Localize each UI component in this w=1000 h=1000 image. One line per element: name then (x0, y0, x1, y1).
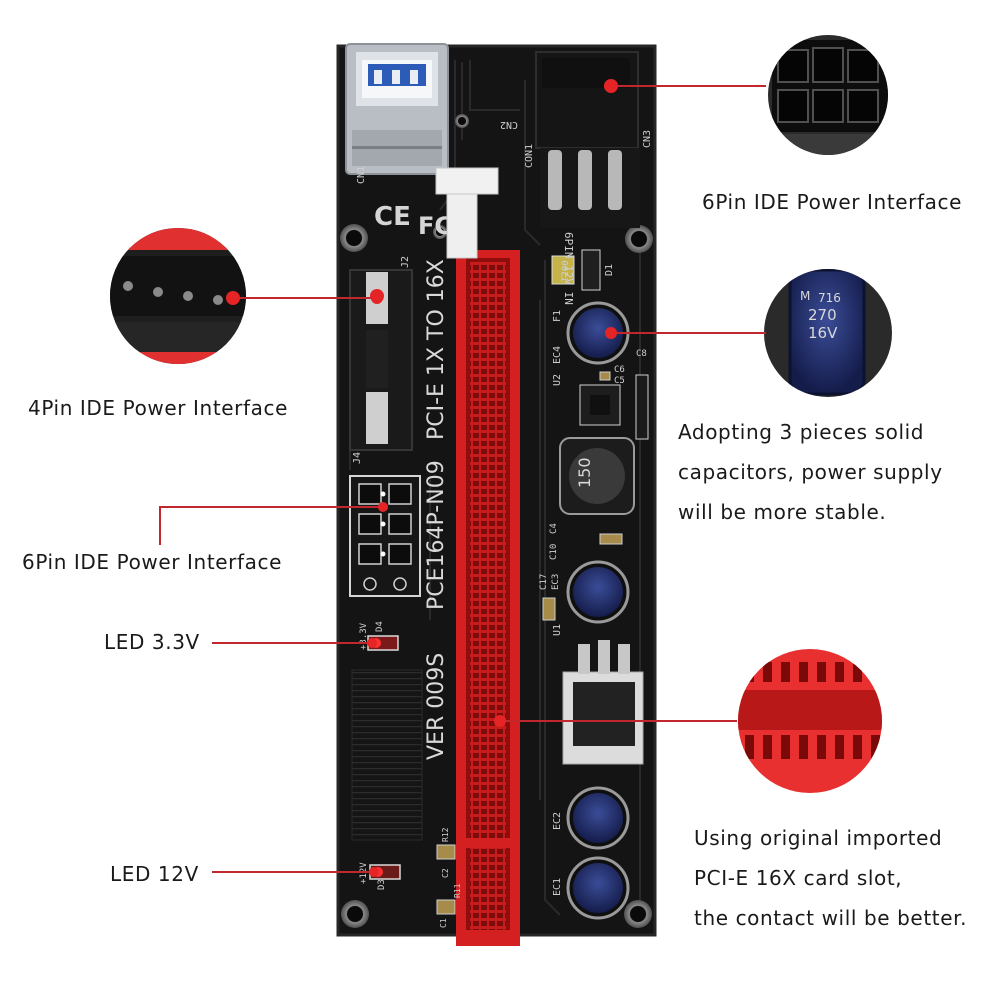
zoom-6pin-top (766, 33, 890, 157)
ref-con1: CON1 (524, 144, 535, 168)
ref-ec2: EC2 (552, 812, 563, 830)
mounting-hole (624, 900, 652, 928)
six-pin-connector-icon (349, 475, 421, 597)
capacitor-icon (566, 786, 630, 850)
ref-t200: T200 (561, 260, 571, 282)
capacitor-icon (566, 856, 630, 920)
ref-c1: C1 (439, 918, 448, 928)
ce-mark-icon: CE (374, 202, 411, 232)
svg-text:CE: CE (374, 202, 411, 232)
inductor-marking: 150 (575, 457, 594, 488)
zoom-4pin (108, 226, 248, 366)
callout-6pin-left: 6Pin IDE Power Interface (22, 550, 282, 574)
callout-capacitors-line3: will be more stable. (678, 500, 887, 524)
ref-j2: J2 (400, 256, 411, 268)
callout-led-3v3: LED 3.3V (104, 630, 200, 654)
callout-slot-line3: the contact will be better. (694, 906, 968, 930)
mosfet-icon (562, 640, 644, 765)
ref-ec3: EC3 (551, 574, 561, 590)
callout-6pin-top: 6Pin IDE Power Interface (702, 190, 962, 214)
ref-r12: R12 (441, 827, 450, 842)
callout-4pin: 4Pin IDE Power Interface (28, 396, 288, 420)
ref-3v3: +3.3V (359, 622, 369, 650)
slot-latch-icon (435, 167, 499, 259)
callout-capacitors-line2: capacitors, power supply (678, 460, 943, 484)
cap-mark-716: 716 (818, 291, 841, 305)
smd-components (436, 371, 649, 915)
power-connector-icon (535, 51, 640, 228)
ref-c2: C2 (441, 868, 450, 878)
zoom-capacitor: M 716 270 16V (762, 267, 894, 399)
usb-port-icon (345, 43, 449, 175)
fcc-mark-icon: FC (418, 212, 452, 240)
board-version: VER 009S (424, 653, 449, 760)
svg-text:FC: FC (418, 212, 452, 240)
ref-d3: D3 (377, 879, 387, 890)
ref-u2: U2 (552, 374, 563, 386)
ref-d1: D1 (604, 264, 615, 276)
capacitor-icon (566, 560, 630, 624)
mounting-hole (455, 114, 469, 128)
board-ground-plane (351, 669, 423, 841)
cap-mark-m: M (800, 289, 810, 303)
ref-c4: C4 (549, 523, 559, 534)
mounting-hole (433, 225, 447, 239)
ref-cn3: CN3 (642, 130, 653, 148)
board-model: PCE164P-N09 (424, 460, 449, 610)
cap-mark-270: 270 (808, 306, 837, 324)
mounting-hole (625, 225, 653, 253)
ref-cn1: CN1 (356, 166, 367, 184)
zoom-slot (736, 647, 884, 795)
molex-4pin-icon (349, 269, 413, 451)
callout-capacitors-line1: Adopting 3 pieces solid (678, 420, 925, 444)
leader-lines (159, 85, 766, 873)
cap-mark-16v: 16V (808, 324, 838, 342)
ref-f1: F1 (552, 310, 563, 322)
component-t200 (551, 255, 575, 285)
inductor-icon (559, 437, 635, 515)
ref-c17: C17 (539, 574, 549, 590)
mounting-hole (340, 224, 368, 252)
ref-u1: U1 (552, 624, 563, 636)
ref-cn2: CN2 (500, 119, 518, 130)
ref-ec1: EC1 (552, 878, 563, 896)
power-in-label: 6PIN 12V IN (562, 232, 575, 305)
ref-r11: R11 (453, 883, 462, 898)
callout-slot-line2: PCI-E 16X card slot, (694, 866, 903, 890)
ref-d4: D4 (375, 621, 385, 632)
regulator-u2-icon (579, 384, 621, 426)
ref-c8: C8 (636, 349, 647, 359)
ref-ec4: EC4 (552, 346, 563, 364)
ref-c10: C10 (549, 544, 559, 560)
pcie-slot-icon (456, 250, 520, 946)
ref-c5: C5 (614, 376, 625, 386)
board-subtitle: PCI-E 1X TO 16X (424, 259, 449, 440)
diode-d1-icon (581, 249, 601, 291)
ref-c6: C6 (614, 365, 625, 375)
callout-led-12v: LED 12V (110, 862, 199, 886)
mounting-hole (341, 900, 369, 928)
callout-slot-line1: Using original imported (694, 826, 943, 850)
ref-j4: J4 (352, 452, 363, 464)
